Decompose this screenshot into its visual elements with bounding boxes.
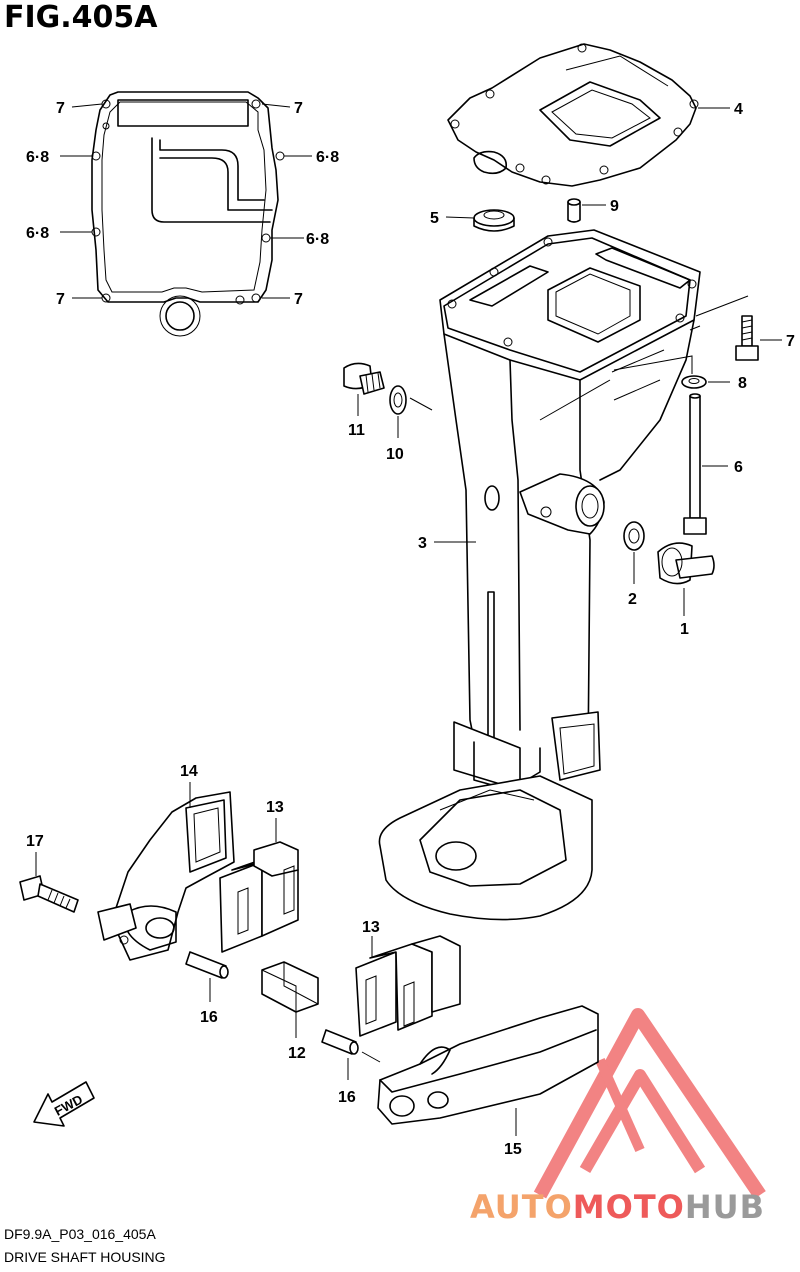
watermark-logo-icon (533, 1008, 766, 1199)
callout-13: 13 (362, 919, 380, 936)
callout-7: 7 (56, 291, 65, 308)
callout-7: 7 (294, 100, 303, 117)
mount-bracket-15 (377, 1005, 599, 1136)
callout-8: 8 (738, 375, 747, 392)
gasket-detail-view (60, 91, 312, 337)
plug-1 (657, 542, 715, 616)
callout-6-8: 6·8 (306, 231, 329, 248)
watermark-part-hub: HUB (684, 1188, 766, 1226)
plug-11 (343, 362, 385, 416)
forward-arrow-icon: FWD (33, 1081, 95, 1127)
figure-title: FIG.405A (4, 0, 158, 35)
bolt-7 (689, 295, 782, 361)
watermark-part-auto: AUTO (470, 1188, 573, 1226)
bolt-17 (19, 852, 79, 913)
callout-9: 9 (610, 198, 619, 215)
callout-12: 12 (288, 1045, 306, 1062)
callout-10: 10 (386, 446, 404, 463)
watermark-text: AUTOMOTOHUB (470, 1188, 765, 1226)
callout-16: 16 (200, 1009, 218, 1026)
oil-seal-5 (445, 209, 515, 232)
callout-11: 11 (348, 422, 365, 439)
callout-6: 6 (734, 459, 743, 476)
fwd-label: FWD (52, 1092, 85, 1119)
gasket-4 (447, 43, 730, 187)
bolt-6 (683, 393, 728, 535)
callout-4: 4 (734, 101, 743, 118)
watermark-part-moto: MOTO (572, 1188, 685, 1226)
mount-bracket-14 (97, 782, 235, 961)
stopper-12 (261, 961, 319, 1038)
callout-17: 17 (26, 833, 44, 850)
callout-6-8: 6·8 (26, 149, 49, 166)
mount-rubber-13a (219, 818, 299, 953)
washer-8 (613, 355, 730, 389)
callout-2: 2 (628, 591, 637, 608)
figure-caption: DRIVE SHAFT HOUSING (4, 1249, 166, 1265)
drive-shaft-housing-3 (378, 229, 701, 921)
callout-6-8: 6·8 (26, 225, 49, 242)
dowel-16a (185, 951, 229, 1002)
callout-6-8: 6·8 (316, 149, 339, 166)
callout-14: 14 (180, 763, 198, 780)
dowel-pin-9 (567, 198, 606, 223)
callout-15: 15 (504, 1141, 522, 1158)
gasket-10 (389, 385, 433, 438)
callout-7: 7 (786, 333, 795, 350)
mount-rubber-13b (355, 935, 461, 1037)
dowel-16b (321, 1029, 381, 1080)
figure-code: DF9.9A_P03_016_405A (4, 1226, 156, 1242)
callout-1: 1 (680, 621, 689, 638)
callout-3: 3 (418, 535, 427, 552)
callout-13: 13 (266, 799, 284, 816)
callout-16: 16 (338, 1089, 356, 1106)
callout-5: 5 (430, 210, 439, 227)
callout-7: 7 (56, 100, 65, 117)
gasket-2 (623, 521, 645, 584)
callout-7: 7 (294, 291, 303, 308)
